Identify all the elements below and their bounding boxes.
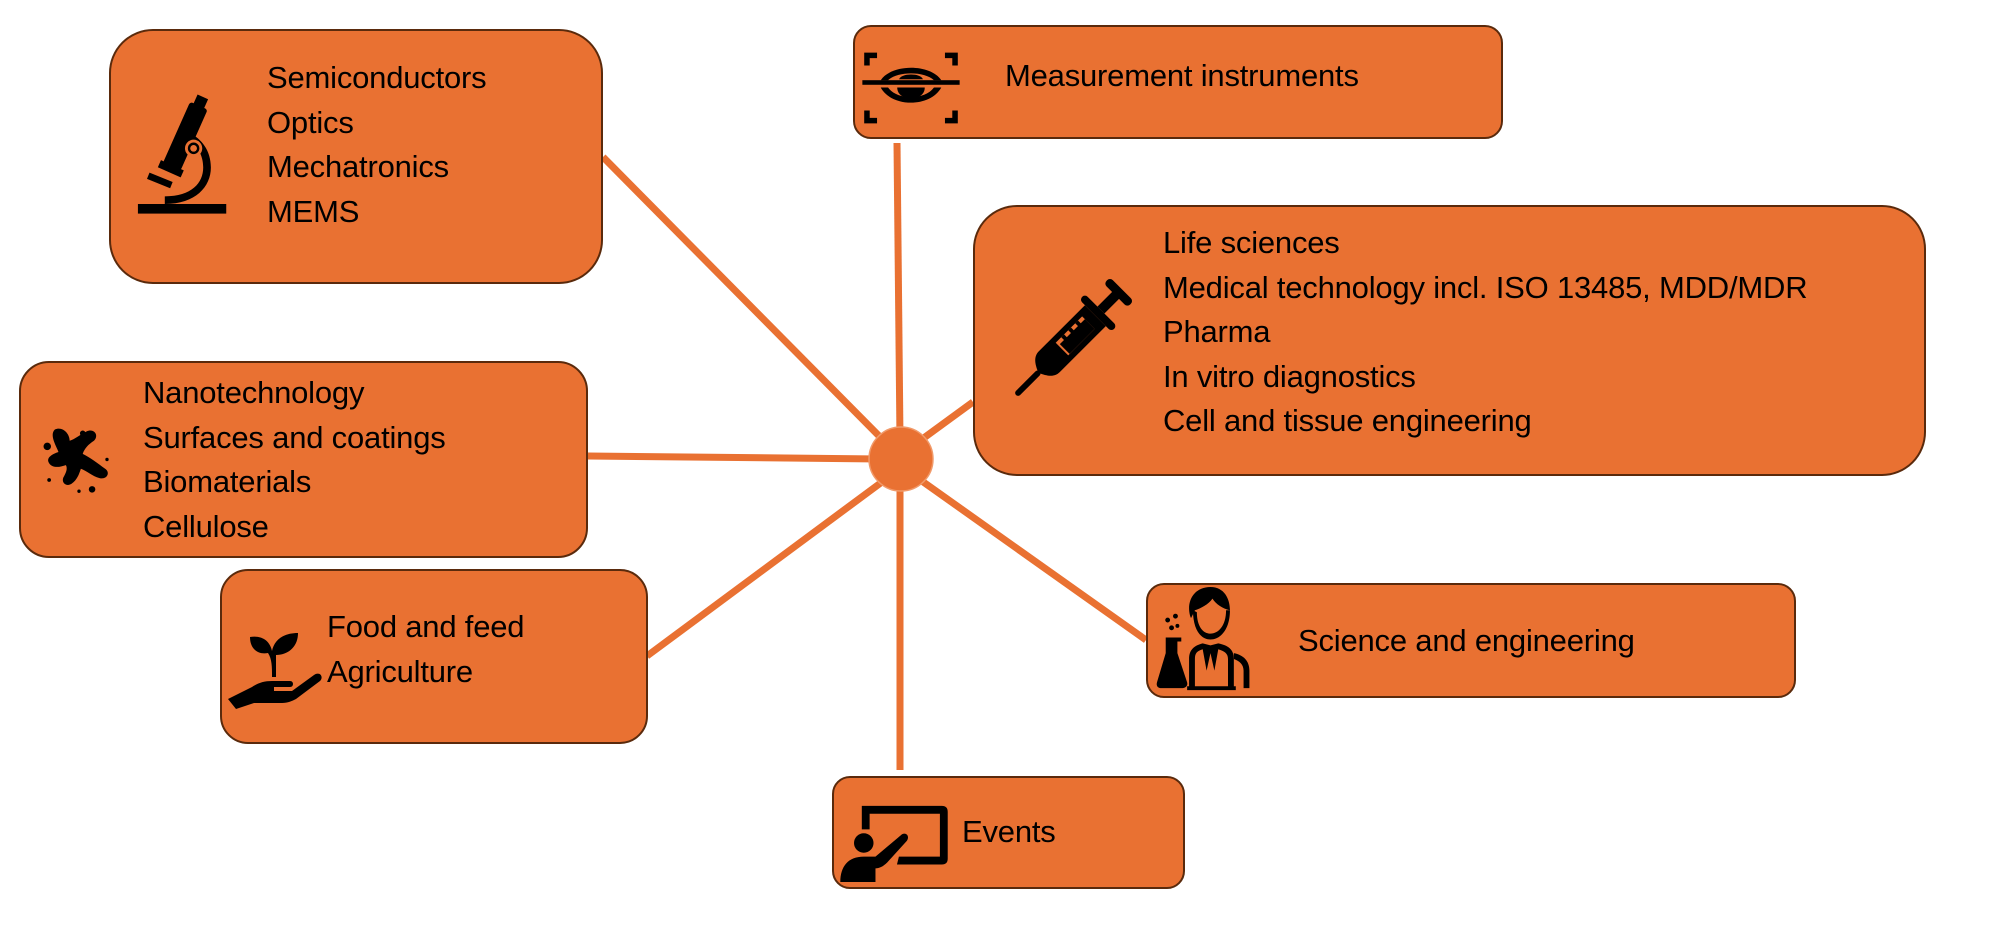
splash-icon: [41, 424, 117, 494]
semiconductors-list: Semiconductors Optics Mechatronics MEMS: [267, 56, 487, 234]
node-food-and-feed: Food and feed Agriculture: [220, 569, 648, 744]
list-item: Cellulose: [143, 508, 269, 544]
plant-in-hand-icon: [226, 629, 326, 709]
microscope-icon: [136, 88, 232, 224]
list-item: Biomaterials: [143, 464, 312, 499]
scientist-icon: [1154, 585, 1266, 694]
node-semiconductors: Semiconductors Optics Mechatronics MEMS: [109, 29, 603, 284]
node-nanotechnology: Nanotechnology Surfaces and coatings Bio…: [19, 361, 588, 558]
node-events: Events: [832, 776, 1185, 889]
connector-food: [644, 473, 893, 659]
node-science-and-engineering: Science and engineering: [1146, 583, 1796, 698]
central-hub: [868, 426, 934, 492]
list-item: Semiconductors: [267, 60, 487, 95]
measurement-label: Measurement instruments: [1005, 58, 1359, 93]
list-item: Medical technology incl. ISO 13485, MDD/…: [1163, 269, 1808, 305]
connector-science: [909, 471, 1149, 643]
list-item: Optics: [267, 104, 354, 140]
science-label: Science and engineering: [1298, 623, 1635, 658]
nanotechnology-list: Nanotechnology Surfaces and coatings Bio…: [143, 371, 446, 549]
list-item: Surfaces and coatings: [143, 419, 446, 455]
connector-nanotechnology: [587, 452, 881, 463]
list-item: Life sciences: [1163, 225, 1340, 260]
node-life-sciences: Life sciences Medical technology incl. I…: [973, 205, 1926, 476]
connector-semiconductors: [600, 154, 891, 448]
list-item: Mechatronics: [267, 149, 449, 184]
connector-measurement: [893, 142, 904, 441]
list-item: Cell and tissue engineering: [1163, 403, 1532, 438]
events-label: Events: [962, 814, 1056, 849]
list-item: Nanotechnology: [143, 375, 365, 410]
eye-scan-icon: [859, 49, 963, 127]
list-item: Agriculture: [327, 653, 473, 689]
list-item: MEMS: [267, 193, 360, 229]
list-item: Food and feed: [327, 609, 525, 644]
life-sciences-list: Life sciences Medical technology incl. I…: [1163, 221, 1808, 444]
node-measurement-instruments: Measurement instruments: [853, 25, 1503, 139]
food-list: Food and feed Agriculture: [327, 605, 525, 694]
list-item: In vitro diagnostics: [1163, 358, 1416, 394]
list-item: Pharma: [1163, 314, 1271, 349]
syringe-icon: [1007, 276, 1135, 404]
presentation-icon: [836, 802, 954, 884]
